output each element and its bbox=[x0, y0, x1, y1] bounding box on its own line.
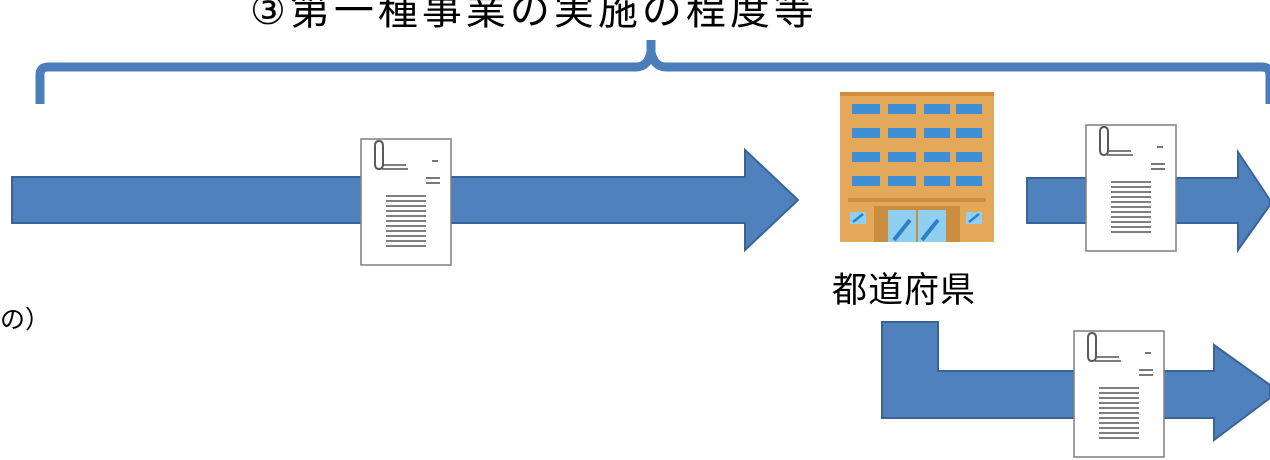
building-label: 都道府県 bbox=[832, 271, 977, 311]
diagram-title: ③第一種事業の実施の程度等 bbox=[250, 0, 818, 34]
left-text-fragment: の） bbox=[0, 305, 51, 334]
office-building-icon bbox=[840, 92, 994, 242]
document-icon-right-upper bbox=[1085, 124, 1177, 252]
document-icon-main bbox=[360, 138, 452, 266]
bracket-brace bbox=[35, 40, 1270, 104]
document-icon-lower bbox=[1073, 330, 1165, 458]
